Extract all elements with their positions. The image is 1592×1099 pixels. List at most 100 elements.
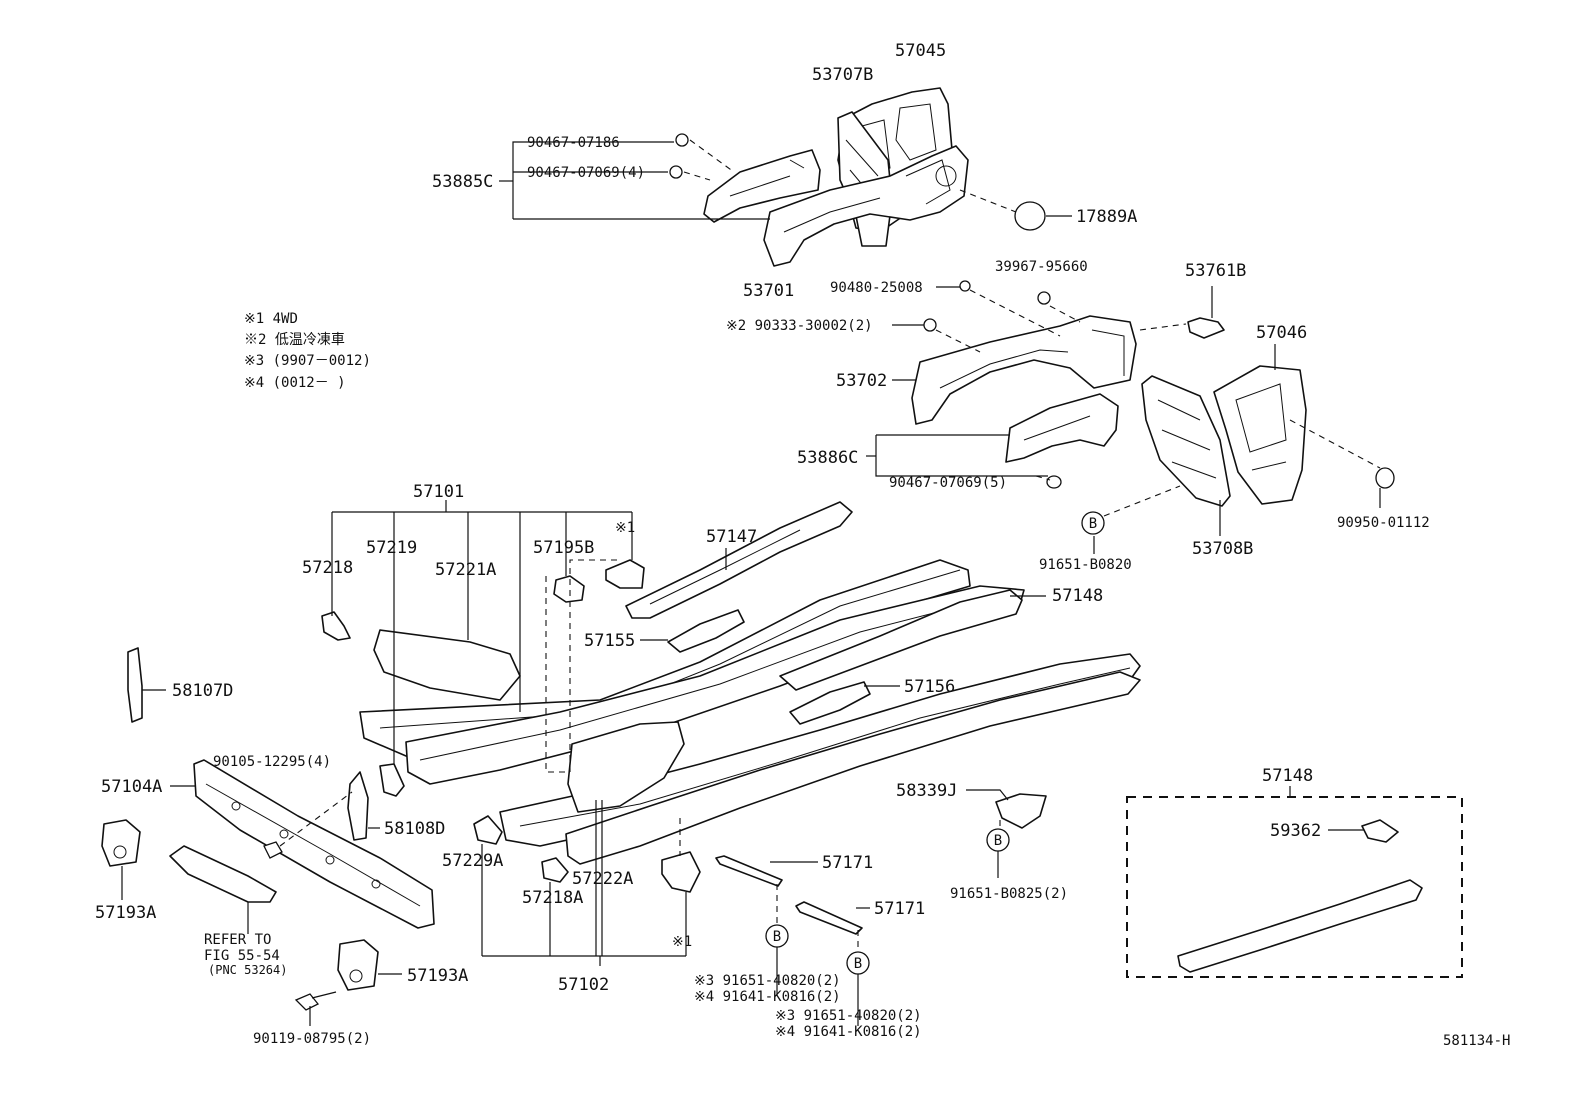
- label-refer-1: REFER TO: [204, 932, 271, 948]
- strap-57171-a: [715, 855, 783, 887]
- bracket-57195b: [553, 575, 585, 603]
- label-53701: 53701: [743, 281, 794, 301]
- svg-text:※1 4WD: ※1 4WD: [244, 311, 298, 327]
- label-57171-a: 57171: [822, 853, 873, 873]
- seal-53886c: [1005, 393, 1119, 463]
- label-90467-07186: 90467-07186: [527, 135, 620, 151]
- bracket-58339j: [995, 793, 1047, 829]
- plug-90333-30002: [923, 318, 937, 332]
- crossmember-57104a: [193, 759, 435, 929]
- reinforcement-53264: [169, 845, 277, 903]
- side-rail-57102-inner: [565, 671, 1141, 865]
- bracket-57221a: [373, 629, 521, 701]
- bracket-58107d: [127, 647, 143, 723]
- label-17889a: 17889A: [1076, 207, 1137, 227]
- bracket-58108d: [347, 771, 369, 841]
- label-90467-07069-5: 90467-07069(5): [889, 475, 1007, 491]
- label-refer-2: FIG 55-54: [204, 948, 280, 964]
- label-90480-25008: 90480-25008: [830, 280, 923, 296]
- apron-panel-57046: [1213, 365, 1307, 505]
- label-90105-12295: 90105-12295(4): [213, 754, 331, 770]
- label-91651-40820-a: ※3 91651-40820(2): [694, 973, 841, 989]
- label-91651-40820-b: ※3 91651-40820(2): [775, 1008, 922, 1024]
- svg-text:B: B: [994, 833, 1002, 849]
- label-57147: 57147: [706, 527, 757, 547]
- label-53761b: 53761B: [1185, 261, 1246, 281]
- label-53707b: 53707B: [812, 65, 873, 85]
- bracket-53761b: [1187, 317, 1225, 339]
- circle-b-marker: B: [846, 951, 870, 975]
- bracket-57222a: [567, 721, 685, 813]
- label-53708b: 53708B: [1192, 539, 1253, 559]
- circle-b-marker: B: [765, 924, 789, 948]
- svg-text:※2 低温冷凍車: ※2 低温冷凍車: [244, 331, 345, 348]
- label-53885c: 53885C: [432, 172, 493, 192]
- label-57222a: 57222A: [572, 869, 633, 889]
- label-91641-k0816-b: ※4 91641-K0816(2): [775, 1024, 922, 1040]
- label-57193a-left: 57193A: [95, 903, 156, 923]
- circle-b-marker: B: [986, 828, 1010, 852]
- label-refer-3: (PNC 53264): [208, 963, 287, 977]
- label-91651-b0820: 91651-B0820: [1039, 557, 1132, 573]
- label-57221a: 57221A: [435, 560, 496, 580]
- svg-text:B: B: [773, 929, 781, 945]
- label-57218: 57218: [302, 558, 353, 578]
- strap-57171-b: [795, 901, 863, 935]
- wheel-apron-53702: [911, 315, 1137, 425]
- clip-90467-07186: [675, 133, 689, 147]
- label-58339j: 58339J: [896, 781, 957, 801]
- dashed-leaders: [279, 139, 1381, 956]
- bracket-57229a: [473, 815, 503, 845]
- clip-90467-07069-5: [1046, 475, 1062, 489]
- bracket-57218: [321, 611, 351, 641]
- bracket-4wd-lower: [661, 851, 701, 893]
- label-53702: 53702: [836, 371, 887, 391]
- label-53886c: 53886C: [797, 448, 858, 468]
- label-91641-k0816-a: ※4 91641-K0816(2): [694, 989, 841, 1005]
- bracket-57219: [379, 763, 405, 797]
- rail-57148-detail: [1177, 879, 1423, 973]
- label-57229a: 57229A: [442, 851, 503, 871]
- apron-panel-53708b: [1141, 375, 1231, 507]
- circle-b-marker: B: [1081, 511, 1105, 535]
- label-58107d: 58107D: [172, 681, 233, 701]
- drawing-id: 581134-H: [1443, 1033, 1510, 1049]
- label-57155: 57155: [584, 631, 635, 651]
- svg-text:B: B: [1089, 516, 1097, 532]
- label-90333-30002: ※2 90333-30002(2): [726, 318, 873, 334]
- label-57218a: 57218A: [522, 888, 583, 908]
- label-39967-95660: 39967-95660: [995, 259, 1088, 275]
- label-90950-01112: 90950-01112: [1337, 515, 1430, 531]
- label-57101: 57101: [413, 482, 464, 502]
- svg-text:※4 (0012－ ): ※4 (0012－ ): [244, 375, 346, 391]
- mount-bracket-57193a-left: [101, 819, 141, 867]
- label-mark1-bottom: ※1: [672, 934, 692, 950]
- bracket-57218a: [541, 857, 569, 883]
- leader-lines: [121, 141, 1381, 1026]
- inset-box-57148: [1126, 796, 1463, 978]
- plate-59362: [1361, 819, 1399, 843]
- label-57046: 57046: [1256, 323, 1307, 343]
- bolt-90480-25008: [959, 280, 971, 292]
- bracket-57156: [789, 681, 871, 725]
- label-57148: 57148: [1052, 586, 1103, 606]
- side-rail-57148: [779, 589, 1023, 691]
- label-57148-box: 57148: [1262, 766, 1313, 786]
- label-90119-08795: 90119-08795(2): [253, 1031, 371, 1047]
- hole-plug-17889a: [1014, 201, 1046, 231]
- clip-39967-95660: [1037, 291, 1051, 305]
- label-57171-b: 57171: [874, 899, 925, 919]
- plug-90950-01112: [1375, 467, 1395, 489]
- notes-legend: ※1 4WD ※2 低温冷凍車 ※3 (9907－0012) ※4 (0012－…: [244, 311, 371, 391]
- label-57104a: 57104A: [101, 777, 162, 797]
- clip-90467-07069: [669, 165, 683, 179]
- label-57193a-bottom: 57193A: [407, 966, 468, 986]
- label-57195b: 57195B: [533, 538, 594, 558]
- label-57219: 57219: [366, 538, 417, 558]
- label-57102: 57102: [558, 975, 609, 995]
- label-57156: 57156: [904, 677, 955, 697]
- label-mark1-top: ※1: [615, 520, 635, 536]
- svg-text:※3 (9907－0012): ※3 (9907－0012): [244, 353, 371, 369]
- mount-bracket-57193a-bottom: [337, 939, 379, 991]
